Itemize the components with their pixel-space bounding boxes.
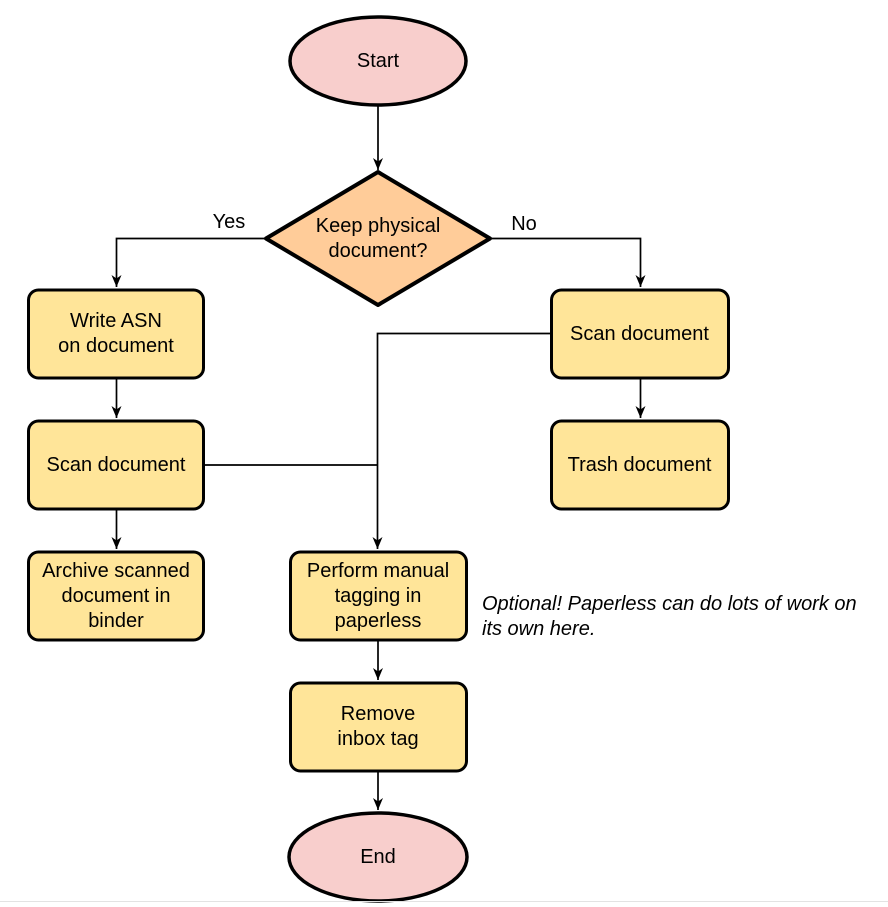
optional-annotation: Optional! Paperless can do lots of work … [482,593,857,640]
bottom-divider [0,901,888,902]
end-node [287,811,469,903]
archive-node [27,550,205,642]
scan-right-node [550,288,730,380]
edge-decision-no-to-scan-right [490,237,646,287]
edge-decision-yes-to-write-asn [111,237,266,287]
start-node [288,15,468,107]
trash-node [550,419,730,511]
remove-inbox-node [289,681,468,773]
no-edge-label: No [500,212,548,236]
scan-left-node [27,419,205,511]
decision-node [264,170,492,307]
tagging-node [289,550,468,642]
write-asn-node [27,288,205,380]
edge-scan-right-to-tagging [372,332,552,549]
yes-edge-label: Yes [204,210,254,234]
